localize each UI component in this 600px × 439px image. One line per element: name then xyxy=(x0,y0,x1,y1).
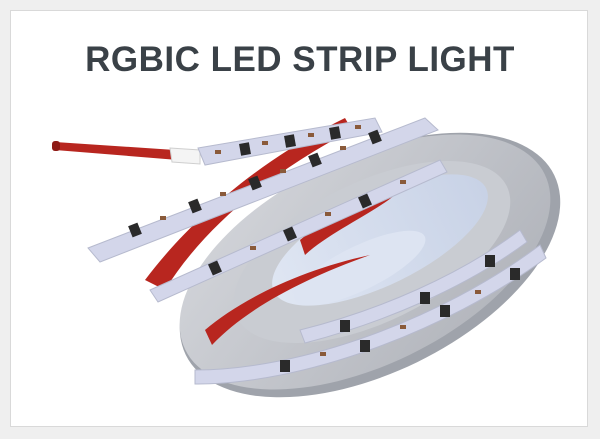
reel xyxy=(179,132,561,398)
led-strip-segment-diagonal xyxy=(87,117,439,263)
connector-wire xyxy=(52,141,201,165)
led-strip-segment-top xyxy=(197,117,383,166)
page-title: RGBIC LED STRIP LIGHT xyxy=(85,40,515,79)
strip-back-loop xyxy=(145,118,352,290)
led-strip-segment-lower xyxy=(149,159,448,303)
led-strip-segment-reel-edge xyxy=(194,229,547,385)
